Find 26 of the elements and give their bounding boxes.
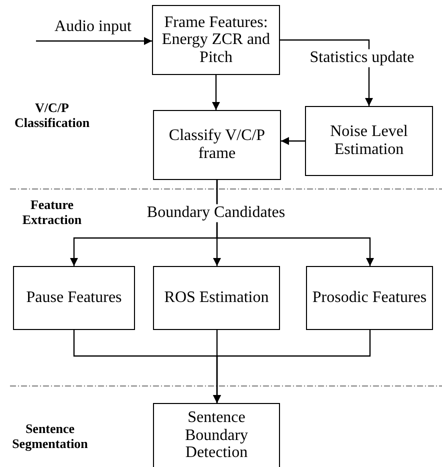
process-box — [153, 110, 281, 180]
process-box — [306, 266, 433, 330]
box-label: Pause Features — [26, 289, 122, 307]
section-label: Sentence Segmentation — [11, 422, 89, 452]
box-label: Frame Features: Energy ZCR and Pitch — [160, 14, 272, 66]
arrow — [281, 137, 305, 145]
arrow — [212, 75, 220, 110]
process-box — [13, 266, 135, 330]
box-label: Sentence Boundary Detection — [184, 409, 250, 462]
edge-label: Boundary Candidates — [146, 204, 286, 222]
box-label: Classify V/C/P frame — [168, 127, 266, 163]
process-box — [153, 266, 280, 330]
edge-label: Statistics update — [308, 49, 416, 67]
section-label: V/C/P Classification — [13, 101, 91, 131]
box-label: ROS Estimation — [164, 289, 269, 307]
box-label: Prosodic Features — [312, 289, 427, 307]
section-label: Feature Extraction — [21, 198, 83, 228]
arrow — [36, 37, 152, 45]
process-box — [153, 403, 280, 467]
arrow — [213, 330, 371, 403]
process-box — [152, 5, 280, 75]
arrow — [216, 180, 374, 266]
edge-label: Audio input — [54, 18, 132, 36]
box-label: Noise Level Estimation — [329, 123, 409, 159]
arrow — [280, 39, 373, 106]
process-box — [305, 106, 433, 176]
